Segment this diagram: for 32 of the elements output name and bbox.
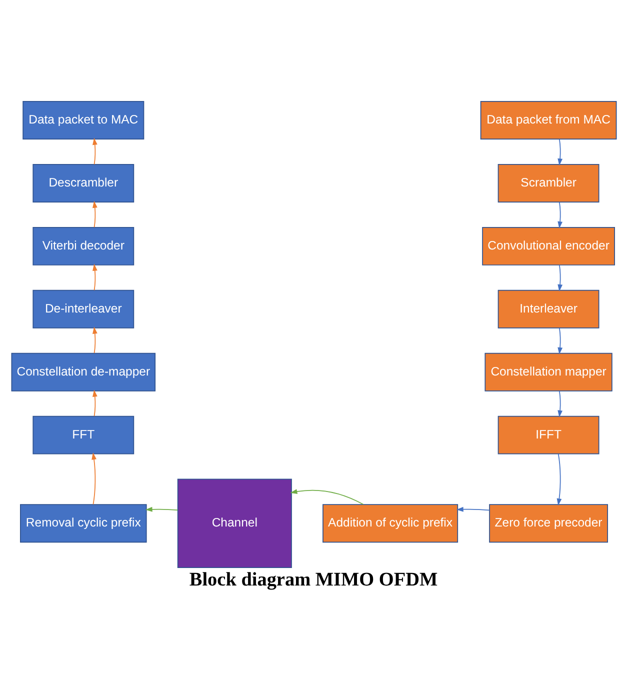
node-box: Constellation mapper xyxy=(484,352,612,391)
arrow xyxy=(92,137,98,164)
arrow xyxy=(456,506,490,512)
arrow xyxy=(92,389,98,416)
arrow xyxy=(92,263,98,290)
arrow xyxy=(556,452,562,506)
node-box: De-interleaver xyxy=(32,289,134,328)
arrow xyxy=(558,327,563,354)
node-box: Scrambler xyxy=(498,164,600,202)
node-box: Interleaver xyxy=(498,289,600,328)
node-box: Constellation de-mapper xyxy=(11,352,156,391)
node-box: Channel xyxy=(177,478,292,568)
arrow xyxy=(558,390,563,417)
arrow xyxy=(558,264,563,291)
arrow xyxy=(558,138,563,166)
caption: Block diagram MIMO OFDM xyxy=(189,569,438,590)
arrow xyxy=(558,201,563,228)
node-box: Data packet to MAC xyxy=(22,100,144,140)
node-box: Zero force precoder xyxy=(489,504,608,542)
node-box: Addition of cyclic prefix xyxy=(322,504,458,542)
arrow xyxy=(145,506,178,512)
node-box: Data packet from MAC xyxy=(480,100,617,140)
arrow xyxy=(92,326,98,354)
node-box: Convolutional encoder xyxy=(482,226,615,265)
arrow xyxy=(290,488,364,504)
node-box: FFT xyxy=(32,415,134,454)
node-box: Removal cyclic prefix xyxy=(20,504,147,542)
node-box: IFFT xyxy=(498,415,600,454)
node-box: Descrambler xyxy=(32,164,134,202)
node-box: Viterbi decoder xyxy=(32,226,134,265)
arrow xyxy=(92,452,96,504)
arrow xyxy=(92,200,98,228)
